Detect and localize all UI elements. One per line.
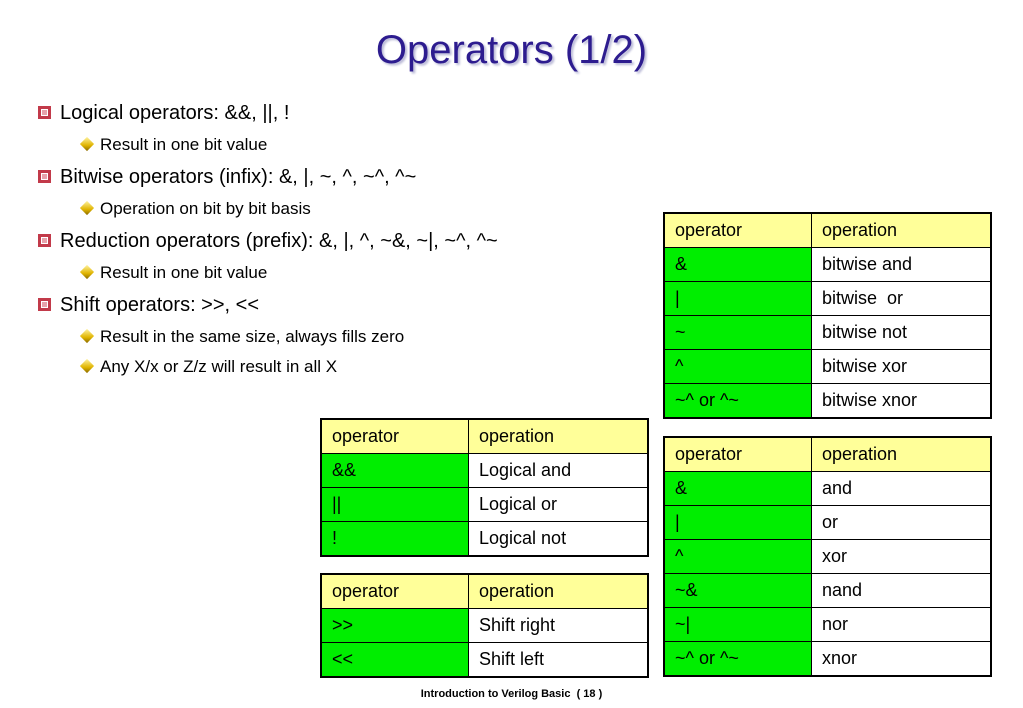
table-row: << Shift left [320, 642, 649, 678]
operator-cell: ~| [663, 607, 812, 642]
operation-cell: or [811, 505, 992, 540]
diamond-bullet-icon [79, 136, 95, 152]
operation-cell: Shift left [468, 642, 649, 678]
operation-cell: Logical or [468, 487, 649, 522]
operation-cell: xor [811, 539, 992, 574]
operation-cell: bitwise not [811, 315, 992, 350]
table-row: || Logical or [320, 487, 649, 522]
operation-cell: and [811, 471, 992, 506]
table-row: ~ bitwise not [663, 315, 992, 350]
operator-cell: ~^ or ^~ [663, 641, 812, 677]
slide-footer: Introduction to Verilog Basic ( 18 ) [420, 688, 603, 700]
operator-cell: & [663, 247, 812, 282]
operator-cell: ^ [663, 349, 812, 384]
square-bullet-icon [38, 106, 51, 119]
square-bullet-icon [38, 298, 51, 311]
table-row: ~& nand [663, 573, 992, 608]
header-cell: operator [320, 573, 469, 609]
operator-cell: << [320, 642, 469, 678]
header-cell: operation [468, 418, 649, 454]
diamond-bullet-icon [79, 264, 95, 280]
operator-cell: & [663, 471, 812, 506]
operator-cell: && [320, 453, 469, 488]
table-header-row: operator operation [663, 436, 992, 472]
operator-cell: | [663, 505, 812, 540]
diamond-bullet-icon [79, 328, 95, 344]
header-cell: operation [811, 212, 992, 248]
square-bullet-icon [38, 234, 51, 247]
table-row: ! Logical not [320, 521, 649, 557]
operation-cell: bitwise or [811, 281, 992, 316]
shift-operators-table: operator operation >> Shift right << Shi… [320, 573, 649, 678]
table-row: ~| nor [663, 607, 992, 642]
table-header-row: operator operation [320, 418, 649, 454]
table-header-row: operator operation [663, 212, 992, 248]
operator-cell: || [320, 487, 469, 522]
operation-cell: bitwise xnor [811, 383, 992, 419]
operator-cell: ~ [663, 315, 812, 350]
reduction-operators-table: operator operation & and | or ^ xor ~& n… [663, 436, 992, 677]
operation-cell: bitwise xor [811, 349, 992, 384]
operation-cell: Logical and [468, 453, 649, 488]
operator-cell: ! [320, 521, 469, 557]
operation-cell: Logical not [468, 521, 649, 557]
table-row: ~^ or ^~ bitwise xnor [663, 383, 992, 419]
diamond-bullet-icon [79, 358, 95, 374]
bitwise-operators-table: operator operation & bitwise and | bitwi… [663, 212, 992, 419]
operation-cell: bitwise and [811, 247, 992, 282]
header-cell: operation [468, 573, 649, 609]
table-row: && Logical and [320, 453, 649, 488]
table-header-row: operator operation [320, 573, 649, 609]
diamond-bullet-icon [79, 200, 95, 216]
operator-cell: ^ [663, 539, 812, 574]
table-row: ~^ or ^~ xnor [663, 641, 992, 677]
header-cell: operator [320, 418, 469, 454]
operator-cell: | [663, 281, 812, 316]
table-row: | or [663, 505, 992, 540]
slide-title: Operators (1/2) [375, 28, 648, 72]
table-row: & and [663, 471, 992, 506]
table-row: & bitwise and [663, 247, 992, 282]
header-cell: operator [663, 436, 812, 472]
operation-cell: Shift right [468, 608, 649, 643]
header-cell: operation [811, 436, 992, 472]
operation-cell: xnor [811, 641, 992, 677]
table-row: >> Shift right [320, 608, 649, 643]
logical-operators-table: operator operation && Logical and || Log… [320, 418, 649, 557]
table-row: | bitwise or [663, 281, 992, 316]
header-cell: operator [663, 212, 812, 248]
square-bullet-icon [38, 170, 51, 183]
table-row: ^ xor [663, 539, 992, 574]
operation-cell: nor [811, 607, 992, 642]
operation-cell: nand [811, 573, 992, 608]
operator-cell: >> [320, 608, 469, 643]
table-row: ^ bitwise xor [663, 349, 992, 384]
operator-cell: ~^ or ^~ [663, 383, 812, 419]
operator-cell: ~& [663, 573, 812, 608]
